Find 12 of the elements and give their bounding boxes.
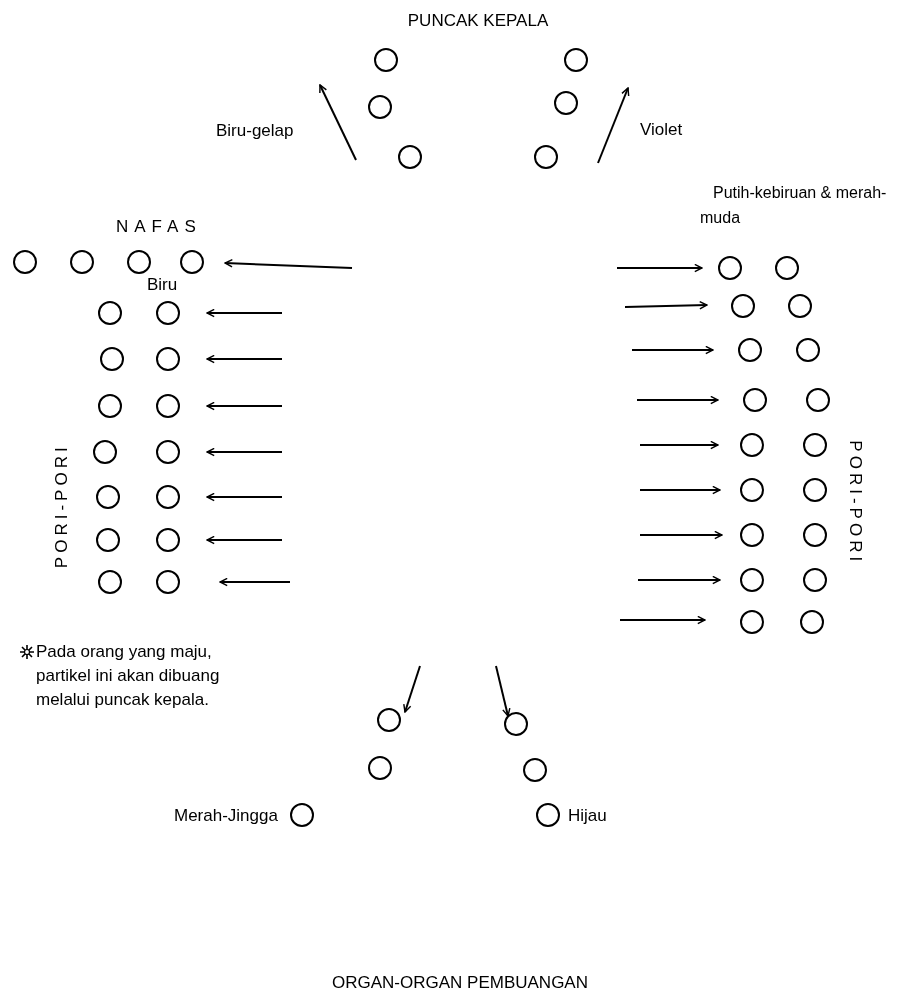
note-text: Pada orang yang maju, partikel ini akan dibuang melalui puncak kepala. xyxy=(36,641,221,711)
vertical-label: PORI-PORI xyxy=(51,442,73,571)
color-label: Putih-kebiruan & merah-muda xyxy=(700,183,888,228)
color-label: Biru xyxy=(147,274,178,296)
heading: NAFAS xyxy=(116,216,202,238)
heading: ORGAN-ORGAN PEMBUANGAN xyxy=(331,972,589,994)
heading: PUNCAK KEPALA xyxy=(406,10,550,32)
color-label: Violet xyxy=(640,119,683,141)
color-label: Biru-gelap xyxy=(216,120,294,142)
vertical-label: PORI-PORI xyxy=(844,439,866,568)
color-label: Merah-Jingga xyxy=(174,805,278,827)
color-label: Hijau xyxy=(568,805,607,827)
